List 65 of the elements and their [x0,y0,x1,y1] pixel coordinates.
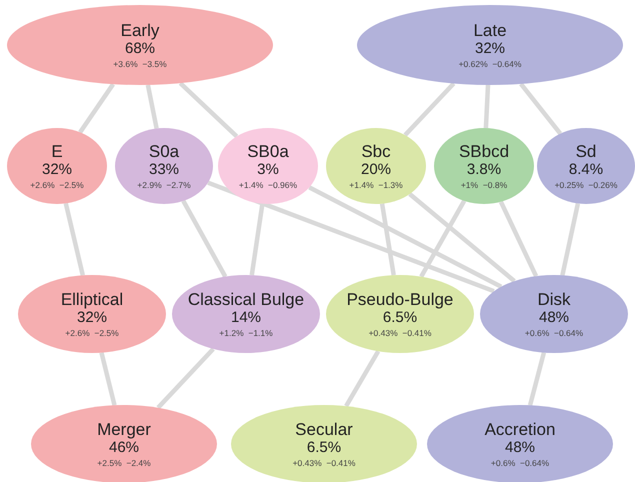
error-range: +2.5% −2.4% [97,458,151,468]
connector-line [380,203,396,276]
connector-line [560,203,580,276]
connector-line [99,352,117,406]
category-name: Sd [576,142,596,162]
percentage: 14% [230,309,262,327]
category-name: E [51,142,63,162]
percentage: 33% [148,161,180,179]
error-range: +0.43% −0.41% [368,328,432,338]
category-name: Disk [537,290,571,310]
percentage: 48% [538,309,570,327]
category-name: Classical Bulge [188,290,304,310]
connector-line [178,81,238,138]
percentage: 32% [474,40,506,58]
category-name: Secular [295,420,353,440]
percentage: 20% [360,161,392,179]
percentage: 48% [504,439,536,457]
error-range: +3.6% −3.5% [113,60,167,70]
category-name: Early [120,20,160,40]
percentage: 32% [76,309,108,327]
connector-line [156,347,215,410]
error-range: +1.2% −1.1% [219,328,273,338]
error-range: +2.6% −2.5% [65,328,119,338]
connector-line [519,82,562,135]
error-range: +1.4% −1.3% [349,180,403,190]
percentage: 6.5% [382,309,418,327]
error-range: +0.43% −0.41% [292,458,356,468]
percentage: 8.4% [568,161,604,179]
connector-line [498,200,538,278]
error-range: +0.62% −0.64% [458,60,522,70]
category-name: Pseudo-Bulge [346,290,454,310]
error-range: +0.25% −0.26% [554,180,618,190]
category-name: Accretion [484,420,556,440]
percentage: 6.5% [306,439,342,457]
category-name: SB0a [247,142,289,162]
connector-line [207,180,495,294]
category-name: Merger [97,420,151,440]
category-name: SBbcd [458,142,510,162]
error-range: +0.6% −0.64% [490,458,550,468]
connector-line [344,350,380,408]
percentage: 46% [108,439,140,457]
connector-line [181,200,228,278]
connector-line [408,192,516,283]
category-name: S0a [148,142,180,162]
error-range: +1.4% −0.96% [238,180,298,190]
connector-line [484,84,490,128]
connector-line [78,82,115,134]
percentage: 3% [257,161,279,179]
error-range: +0.6% −0.64% [524,328,584,338]
percentage: 3.8% [466,161,502,179]
percentage: 32% [42,161,72,179]
error-range: +1% −0.8% [460,180,508,190]
connector-line [403,82,456,137]
connector-line [146,84,159,129]
connector-line [64,202,85,276]
connector-line [528,352,546,406]
error-range: +2.6% −2.5% [30,180,84,190]
category-name: Sbc [361,142,391,162]
connector-line [308,185,502,289]
connector-line [250,203,265,276]
error-range: +2.9% −2.7% [137,180,191,190]
category-name: Late [473,20,507,40]
category-name: Elliptical [60,290,124,310]
percentage: 68% [124,40,156,58]
connector-line [419,200,466,278]
